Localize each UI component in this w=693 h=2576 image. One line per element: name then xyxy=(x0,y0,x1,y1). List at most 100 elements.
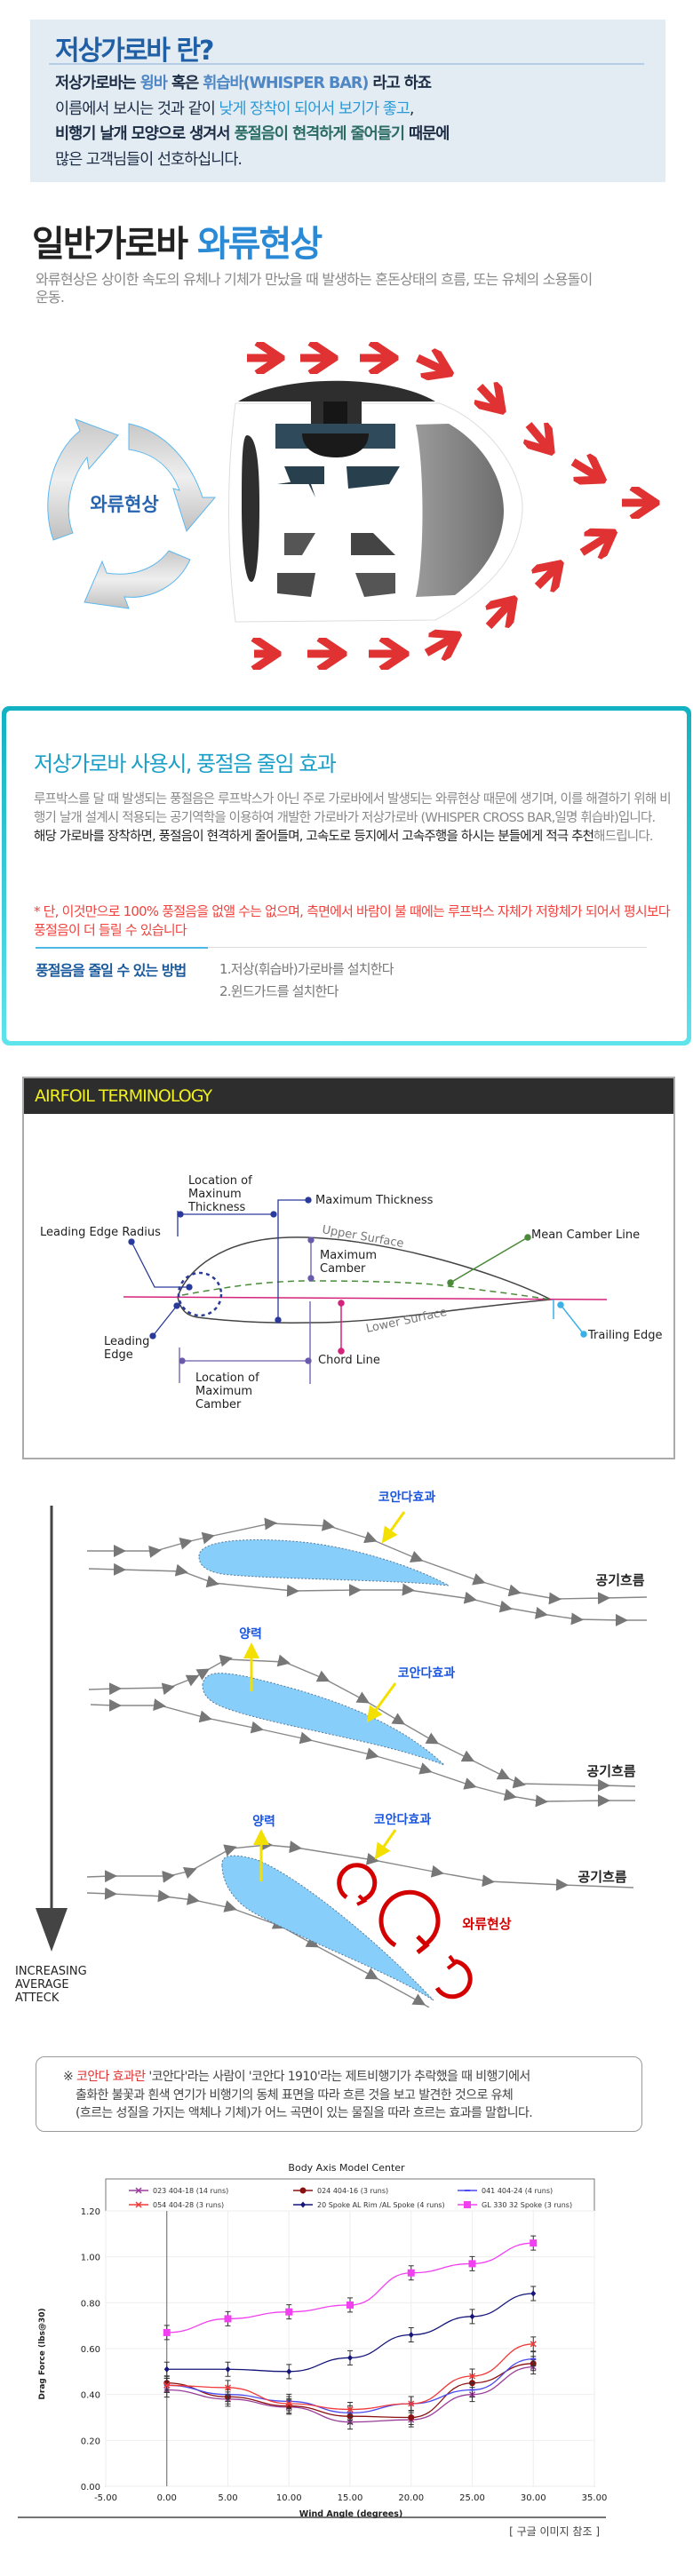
effect-title-blue: 저상가로바 사용시, xyxy=(34,751,192,776)
x-tick-label: 25.00 xyxy=(459,2493,485,2503)
wind-arrows xyxy=(247,358,656,654)
data-point xyxy=(135,2201,142,2208)
chart-legend xyxy=(105,2178,595,2212)
label-leading-edge-radius: Leading Edge Radius xyxy=(40,1226,161,1239)
intro-text: 저상가로바는 윙바 혹은 휘습바(WHISPER BAR) 라고 하죠 이름에서… xyxy=(55,71,450,172)
cycle-arrows-icon xyxy=(47,418,217,609)
coanda-label: 코안다효과 xyxy=(398,1666,456,1681)
data-point xyxy=(407,2269,415,2277)
y-axis-label: Drag Force (lbs@30) xyxy=(38,2308,47,2399)
x-tick-label: 35.00 xyxy=(582,2493,608,2503)
legend-label: 054 404-28 (3 runs) xyxy=(153,2201,224,2209)
title-black: 일반가로바 xyxy=(32,224,188,265)
data-point xyxy=(530,2239,538,2247)
data-point xyxy=(285,2400,292,2407)
airflow-label: 공기흐름 xyxy=(595,1572,644,1588)
data-point xyxy=(468,2373,476,2380)
effect-text-dark: 해당 가로바를 장착하면, 풍절음이 현격하게 줄어들며, 고속도로 등지에서 … xyxy=(34,830,594,844)
data-point xyxy=(346,2301,354,2309)
series-4 xyxy=(163,2286,537,2380)
text-segment: 비행기 날개 모양 xyxy=(55,125,159,143)
text-segment: 휘습바(WHISPER BAR) xyxy=(203,75,369,92)
airfoil-low-angle xyxy=(198,1538,450,1586)
note-line: ※ 코안다 효과란 '코안다'라는 사람이 '코안다 1910'라는 제트비행기… xyxy=(63,2070,530,2084)
y-tick-label: 0.60 xyxy=(81,2345,100,2355)
intro-line: 비행기 날개 모양으로 생겨서 풍절음이 현격하게 줄어들기 때문에 xyxy=(55,122,450,147)
airflow-label: 공기흐름 xyxy=(578,1869,626,1885)
x-tick-label: 30.00 xyxy=(521,2493,546,2503)
label-lower-surface: Lower Surface xyxy=(365,1306,449,1336)
airfoil-header: AIRFOIL TERMINOLOGY xyxy=(24,1078,673,1114)
vortex-label: 와류현상 xyxy=(462,1916,511,1932)
x-tick-label: 0.00 xyxy=(157,2493,177,2503)
text-segment: , xyxy=(409,99,414,118)
intro-box: 저상가로바 란? 저상가로바는 윙바 혹은 휘습바(WHISPER BAR) 라… xyxy=(30,20,665,182)
y-tick-label: 1.20 xyxy=(81,2207,100,2217)
x-tick-label: 5.00 xyxy=(218,2493,237,2503)
data-point xyxy=(347,2354,353,2361)
title-underline xyxy=(49,63,644,65)
effect-paragraph: 루프박스를 달 때 발생되는 풍절음은 루프박스가 아닌 주로 가로바에서 발생… xyxy=(34,791,673,847)
text-segment: 윙바 xyxy=(139,75,168,92)
vortex-swirl-icons xyxy=(337,1863,473,2000)
data-point xyxy=(530,2341,537,2348)
data-point xyxy=(285,2308,293,2316)
cycle-label: 와류현상 xyxy=(90,494,158,515)
airflow-label: 공기흐름 xyxy=(586,1763,635,1779)
data-point xyxy=(224,2315,232,2323)
data-point xyxy=(286,2368,292,2375)
title-blue: 와류현상 xyxy=(196,224,323,265)
data-point xyxy=(408,2332,414,2338)
y-tick-label: 1.00 xyxy=(81,2254,100,2263)
note-line: 출화한 불꽃과 흰색 연기가 비행기의 동체 표면을 따라 흐른 것을 보고 발… xyxy=(76,2087,514,2103)
effect-text-tail: 해드립니다. xyxy=(593,830,653,844)
coanda-note: ※ 코안다 효과란 '코안다'라는 사람이 '코안다 1910'라는 제트비행기… xyxy=(36,2056,642,2132)
effect-warning: * 단, 이것만으로 100% 풍절음을 없앨 수는 없으며, 측면에서 바람이… xyxy=(34,903,671,938)
crossbar-profile xyxy=(228,380,523,623)
label-max-thickness: Maximum Thickness xyxy=(315,1194,434,1207)
data-point xyxy=(300,2201,306,2208)
data-point xyxy=(163,2328,171,2336)
effect-title-gray: 풍절음 줄임 효과 xyxy=(190,751,337,776)
y-tick-label: 0.00 xyxy=(81,2483,100,2493)
data-point xyxy=(346,2405,354,2413)
intro-title: 저상가로바 란? xyxy=(55,36,214,67)
lift-label: 양력 xyxy=(239,1627,262,1642)
coanda-label: 코안다효과 xyxy=(378,1490,436,1505)
data-point xyxy=(408,2414,415,2421)
drag-force-chart: Body Axis Model Center 023 404-18 (14 ru… xyxy=(18,2162,608,2538)
legend-label: 024 404-16 (3 runs) xyxy=(317,2187,388,2195)
data-point xyxy=(135,2187,142,2194)
x-axis-label: Wind Angle (degrees) xyxy=(299,2509,402,2519)
vortex-description: 와류현상은 상이한 속도의 유체나 기체가 만났을 때 발생하는 혼돈상태의 흐… xyxy=(36,271,593,306)
legend-label: GL 330 32 Spoke (3 runs) xyxy=(482,2201,572,2209)
method-item: 1.저상(휘습바)가로바를 설치한다 xyxy=(219,961,394,977)
series-3 xyxy=(163,2336,537,2417)
text-segment: 이름에서 보시는 것과 같이 xyxy=(55,99,219,118)
text-segment: 라고 하죠 xyxy=(368,75,432,92)
data-point xyxy=(163,2365,170,2373)
divider xyxy=(36,947,647,949)
text-segment: 많은 고객님들이 선호하십니다. xyxy=(55,150,243,169)
x-tick-label: 10.00 xyxy=(276,2493,302,2503)
note-line: (흐르는 성질을 가지는 액체나 기체)가 어느 곡면이 있는 물질을 따라 흐… xyxy=(76,2106,533,2120)
data-point xyxy=(225,2365,231,2373)
methods-label: 풍절음을 줄일 수 있는 방법 xyxy=(36,962,187,979)
text-segment: 낮게 장착이 되어서 보기가 좋고 xyxy=(219,99,410,118)
airfoil-mid-angle xyxy=(202,1673,445,1766)
methods-list: 1.저상(휘습바)가로바를 설치한다 2.윈드가드를 설치한다 xyxy=(219,958,394,1003)
text-segment: 풍절음이 현격하게 줄어들기 xyxy=(234,125,405,143)
airfoil-high-angle xyxy=(221,1855,434,2001)
data-point xyxy=(299,2187,307,2194)
text-segment: 때문에 xyxy=(403,125,450,143)
label-chord-line: Chord Line xyxy=(318,1354,380,1367)
data-point xyxy=(163,2381,171,2389)
data-point xyxy=(468,2260,476,2268)
label-upper-surface: Upper Surface xyxy=(321,1223,404,1251)
text-segment: 저상가로바는 xyxy=(55,75,140,92)
legend-label: 041 404-24 (4 runs) xyxy=(482,2187,553,2195)
